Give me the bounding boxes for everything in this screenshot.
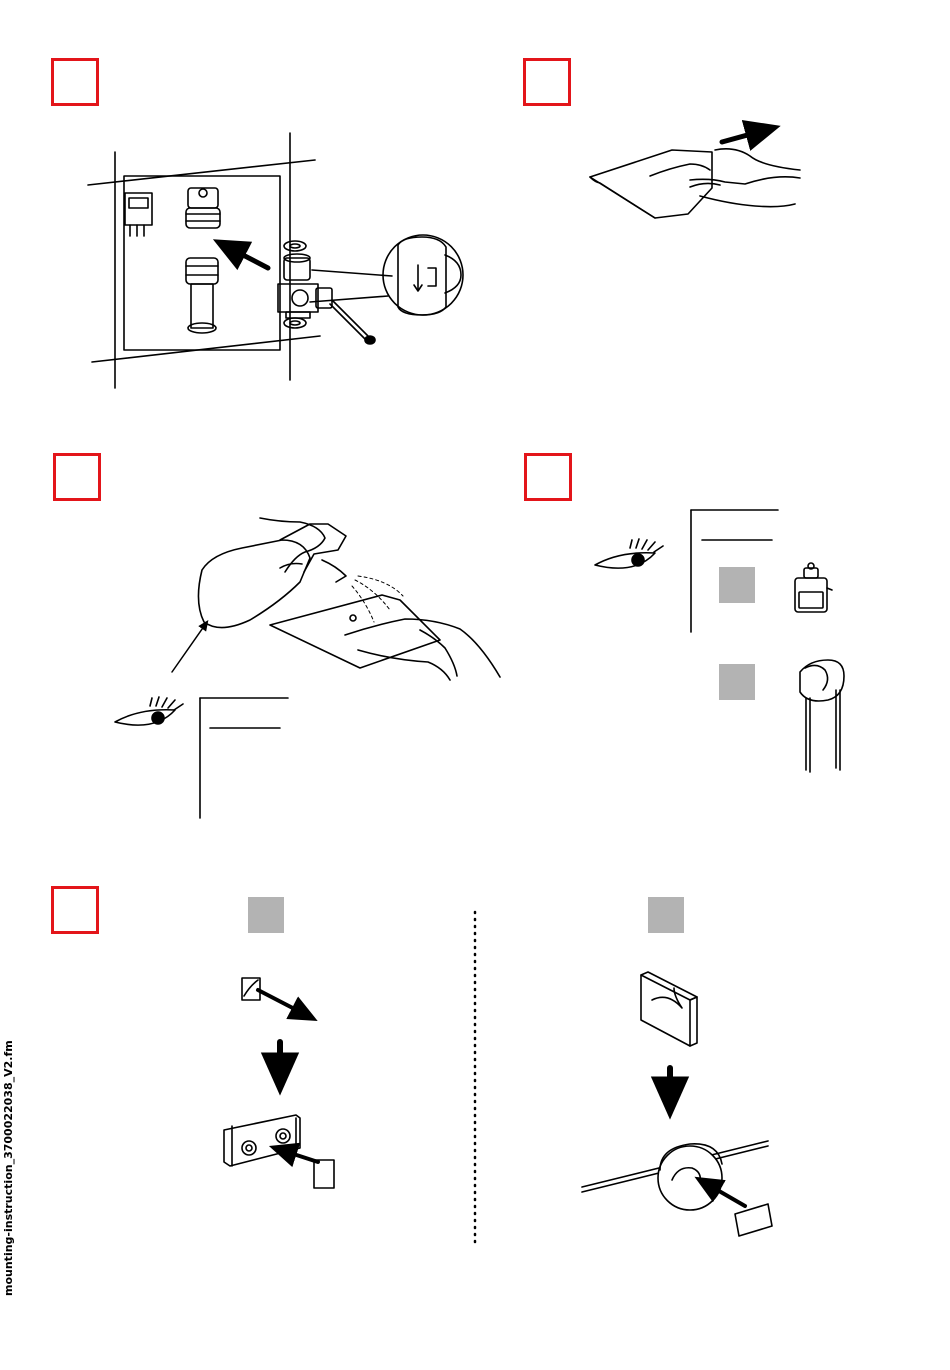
step-1-illustration <box>88 133 463 388</box>
step-2-illustration <box>590 128 800 218</box>
document-filename: mounting-instruction_3700022038_V2.fm <box>2 1040 15 1296</box>
step-5-illustration <box>224 912 772 1242</box>
step-4-illustration <box>595 510 844 772</box>
step-3-illustration <box>115 518 500 818</box>
